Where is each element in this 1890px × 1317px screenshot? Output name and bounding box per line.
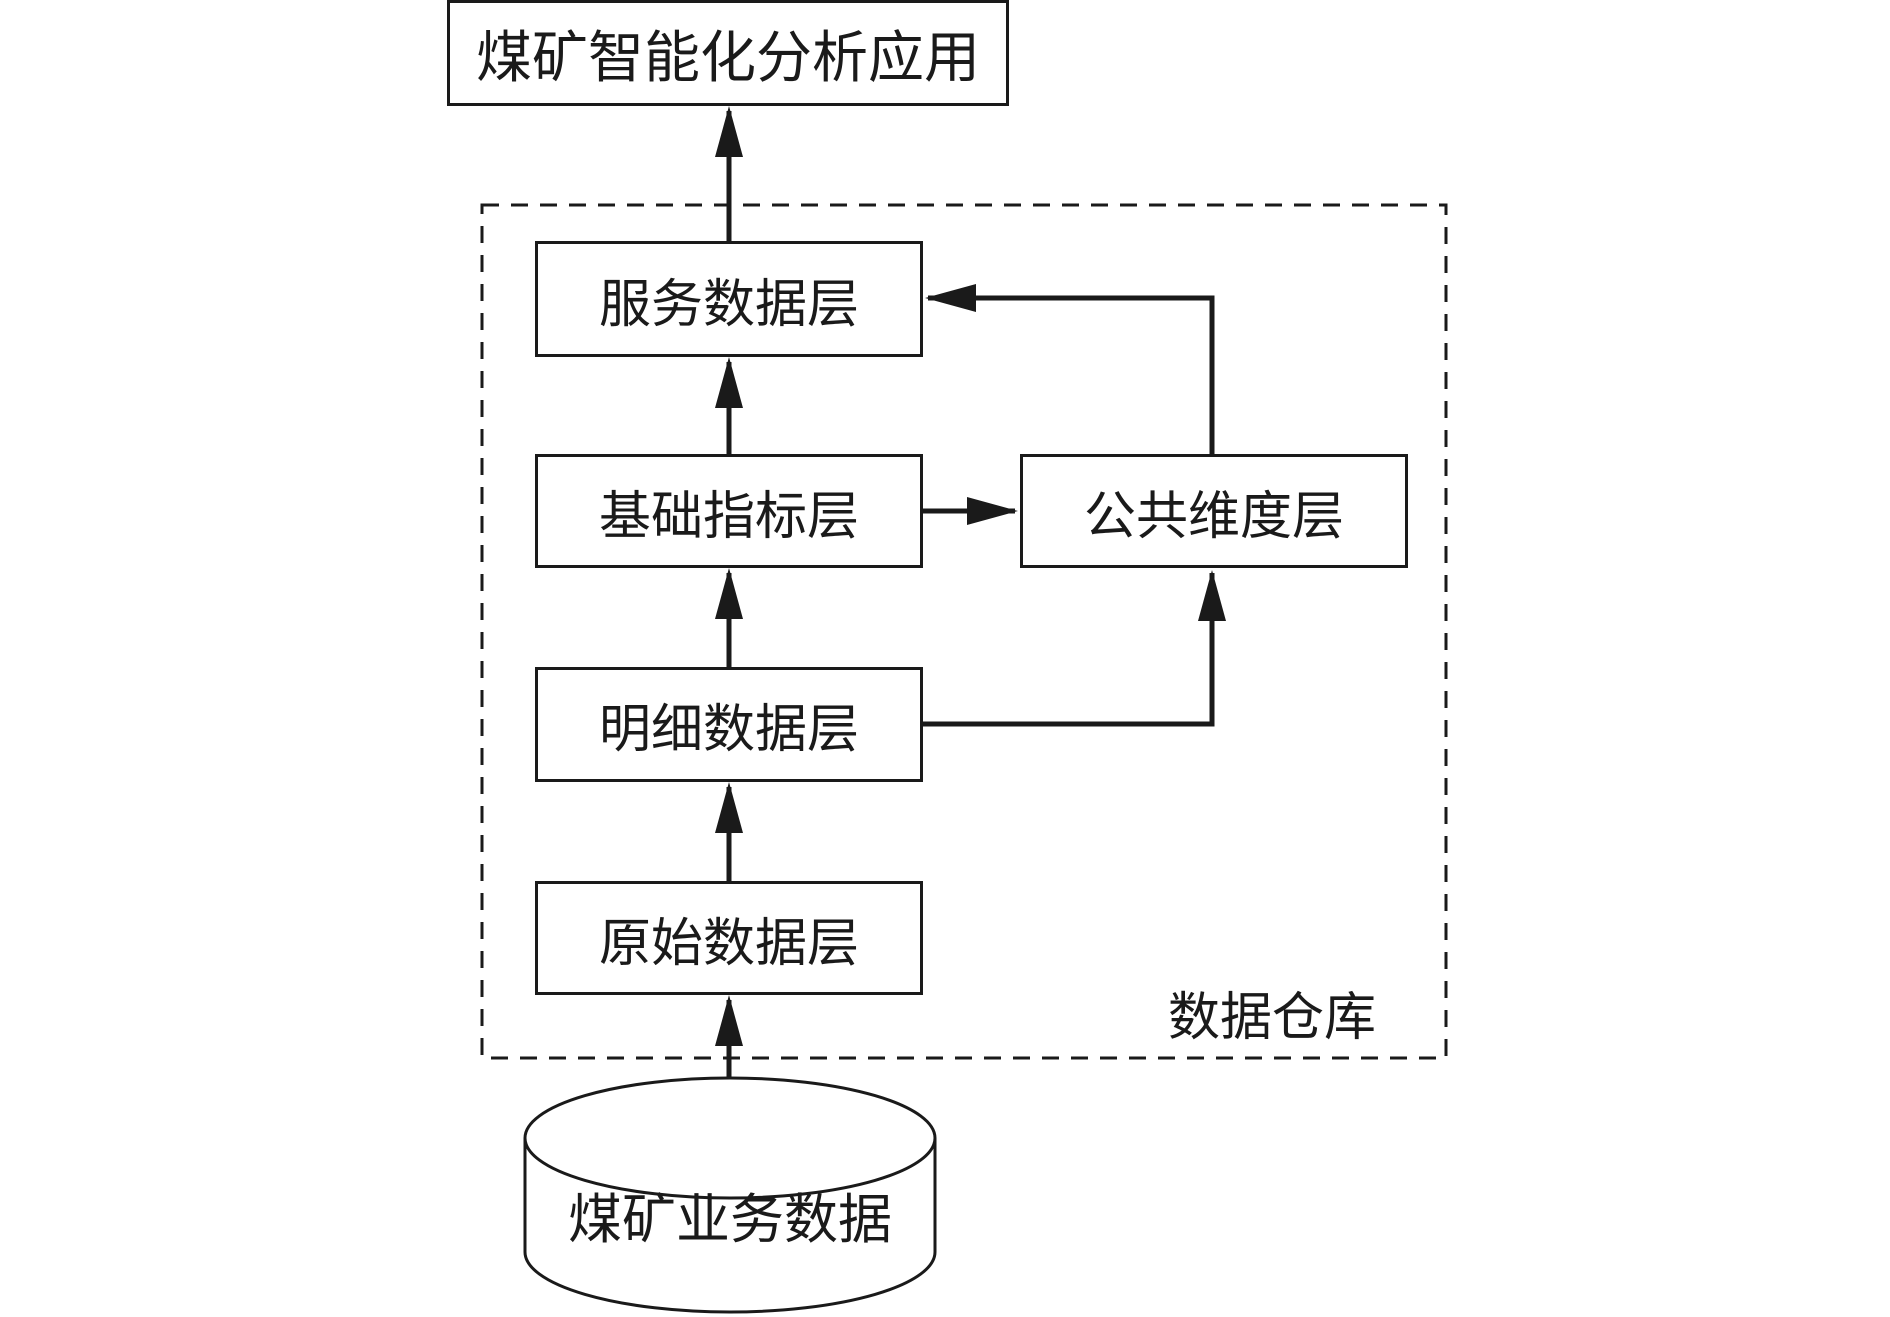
common-dimension-layer-box: 公共维度层 (1020, 454, 1408, 568)
arrowhead-up-base (715, 568, 743, 619)
arrowhead-up-detail (715, 782, 743, 833)
arrowhead-up-raw (715, 995, 743, 1046)
arrowhead-up-dimension (1198, 570, 1226, 621)
common-dimension-layer-label: 公共维度层 (1083, 486, 1344, 547)
arrowheads (715, 106, 1226, 1046)
edge-dimension-to-service (928, 295, 1215, 454)
arrowhead-up-service (715, 357, 743, 408)
base-indicator-layer-box: 基础指标层 (535, 454, 923, 568)
warehouse-label: 数据仓库 (1168, 988, 1377, 1048)
service-layer-box: 服务数据层 (535, 241, 923, 357)
arrowhead-left-service (925, 284, 976, 312)
arrowhead-right-dimension (967, 497, 1018, 525)
detail-layer-box: 明细数据层 (535, 667, 923, 782)
base-indicator-layer-label: 基础指标层 (598, 486, 859, 547)
raw-layer-label: 原始数据层 (598, 913, 859, 974)
edge-detail-to-dimension (923, 573, 1215, 727)
application-label: 煤矿智能化分析应用 (476, 25, 980, 91)
database-cylinder-icon (523, 1076, 937, 1314)
warehouse-boundary (480, 203, 1448, 1060)
source-database-label: 煤矿业务数据 (568, 1188, 892, 1251)
arrowhead-up-application (715, 106, 743, 157)
raw-layer-box: 原始数据层 (535, 881, 923, 995)
application-box: 煤矿智能化分析应用 (447, 0, 1009, 106)
service-layer-label: 服务数据层 (598, 274, 859, 335)
detail-layer-label: 明细数据层 (598, 700, 859, 760)
